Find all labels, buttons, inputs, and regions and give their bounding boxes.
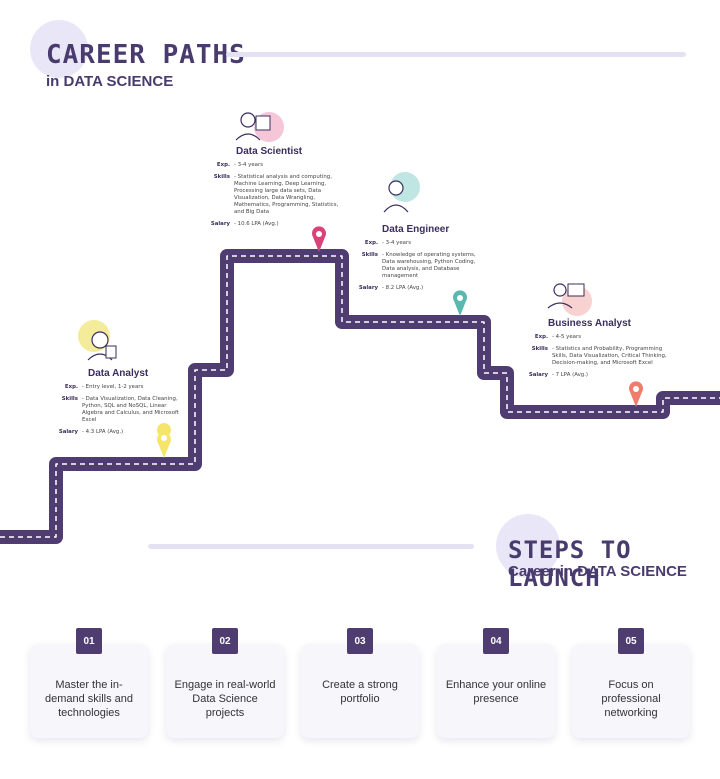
role-exp: Exp.- 3-4 years [216, 162, 264, 168]
analyst-person-icon [87, 331, 117, 361]
role-salary: Salary- 7 LPA (Avg.) [528, 372, 589, 378]
pin-data-scientist-icon [312, 226, 326, 252]
scientist-person-icon [235, 112, 271, 141]
pin-data-analyst-icon [157, 423, 172, 458]
step-text: Focus on professional networking [601, 679, 661, 719]
role-name: Data Scientist [236, 146, 303, 157]
role-name: Data Analyst [88, 368, 149, 379]
role-exp: Exp.- 4-5 years [534, 334, 582, 340]
steps-title: STEPS TO LAUNCH [508, 536, 632, 592]
role-skills: Skills- Data Visualization, Data Cleanin… [61, 396, 179, 423]
header-divider [226, 52, 686, 57]
step-text: Master the in-demand skills and technolo… [44, 679, 134, 719]
role-skills: Skills- Statistical analysis and computi… [213, 174, 339, 215]
step-number: 03 [347, 628, 373, 654]
step-card: 01 Master the in-demand skills and techn… [30, 628, 148, 738]
step-number: 05 [618, 628, 644, 654]
step-text: Enhance your online presence [445, 679, 547, 705]
pin-business-analyst-icon [629, 381, 643, 407]
role-exp: Exp.- 3-4 years [364, 240, 412, 246]
page-subtitle: in DATA SCIENCE [46, 73, 174, 90]
career-road [0, 249, 720, 544]
step-number: 02 [212, 628, 238, 654]
step-text: Engage in real-world Data Science projec… [174, 679, 276, 719]
role-salary: Salary- 10.6 LPA (Avg.) [210, 221, 279, 227]
page-title: CAREER PATHS [46, 40, 246, 70]
role-name: Business Analyst [548, 318, 631, 329]
step-text: Create a strong portfolio [322, 679, 398, 705]
step-card: 03 Create a strong portfolio [301, 628, 419, 738]
steps-divider [148, 544, 474, 549]
role-exp: Exp.- Entry level, 1-2 years [64, 384, 144, 390]
step-card: 02 Engage in real-world Data Science pro… [166, 628, 284, 738]
step-card: 04 Enhance your online presence [437, 628, 555, 738]
pin-data-engineer-icon [453, 290, 467, 316]
role-skills: Skills- Knowledge of operating systems, … [361, 252, 476, 279]
engineer-person-icon [383, 180, 409, 213]
role-skills: Skills- Statistics and Probability, Prog… [531, 346, 667, 366]
step-number: 01 [76, 628, 102, 654]
header-blob [30, 20, 88, 78]
role-salary: Salary- 8.2 LPA (Avg.) [358, 285, 424, 291]
step-number: 04 [483, 628, 509, 654]
steps-blob [496, 514, 560, 578]
business-person-icon [547, 283, 585, 309]
steps-subtitle: Career in DATA SCIENCE [508, 563, 687, 580]
role-name: Data Engineer [382, 224, 450, 235]
role-salary: Salary- 4.3 LPA (Avg.) [58, 429, 124, 435]
step-card: 05 Focus on professional networking [572, 628, 690, 738]
